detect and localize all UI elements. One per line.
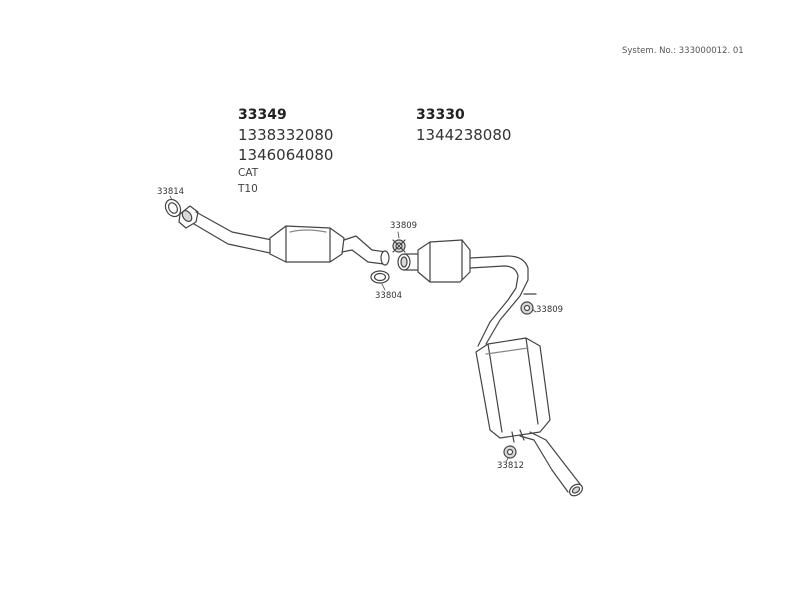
rear-silencer (475, 337, 551, 439)
hanger-rear (503, 429, 525, 459)
t10-label: T10 (238, 183, 258, 195)
part-number-silencer: 33330 (416, 107, 465, 123)
system-number: System. No.: 333000012. 01 (622, 46, 744, 56)
oem-number-silencer: 1344238080 (416, 126, 512, 144)
middle-silencer (417, 239, 471, 283)
cat-label: CAT (238, 167, 259, 179)
hanger-right (520, 293, 537, 315)
gasket-mid (370, 270, 390, 284)
leader-lines (169, 195, 537, 463)
silencer-inlet (397, 253, 421, 271)
clamp-mid (392, 239, 406, 253)
mid-pipe (341, 235, 390, 266)
gasket-front (164, 198, 182, 218)
oem-number-cat-2: 1346064080 (238, 146, 334, 164)
callout-33809-mid: 33809 (390, 221, 418, 231)
callout-33812: 33812 (497, 461, 525, 471)
catalytic-converter (269, 225, 345, 263)
callout-33804: 33804 (375, 291, 403, 301)
callout-33814: 33814 (157, 187, 185, 197)
callout-33809-right: 33809 (536, 305, 564, 315)
oem-number-cat-1: 1338332080 (238, 126, 334, 144)
part-number-cat: 33349 (238, 107, 287, 123)
connecting-pipe (469, 255, 529, 347)
front-pipe (178, 205, 273, 254)
tail-pipe (519, 431, 584, 497)
